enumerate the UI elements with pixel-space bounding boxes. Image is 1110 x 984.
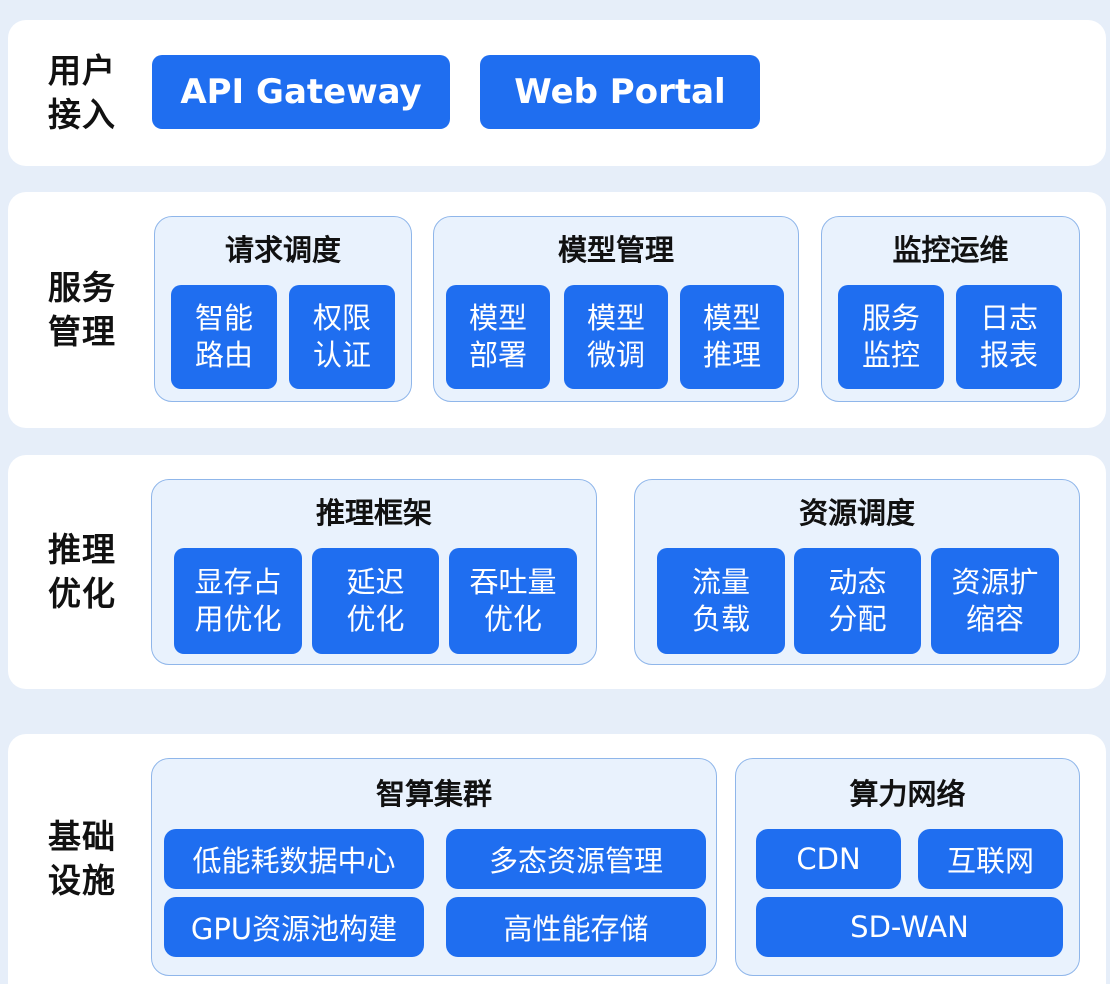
box-line: 延迟	[346, 565, 405, 599]
layer-label-line: 用户	[48, 51, 116, 90]
box-line: 吞吐量	[469, 565, 557, 599]
layer-label-line: 服务	[48, 268, 116, 307]
box-line: 分配	[828, 602, 887, 636]
web-portal-box: Web Portal	[480, 55, 760, 129]
box-line: 显存占	[194, 565, 282, 599]
box-line: 模型	[702, 301, 761, 335]
log-report-box: 日志 报表	[956, 285, 1062, 389]
multi-resource-management-box: 多态资源管理	[446, 829, 706, 889]
box-line: 模型	[586, 301, 645, 335]
box-line: 路由	[194, 338, 253, 372]
gpu-pool-box: GPU资源池构建	[164, 897, 424, 957]
box-line: 优化	[346, 602, 405, 636]
memory-optimization-box: 显存占 用优化	[174, 548, 302, 654]
traffic-load-box: 流量 负载	[657, 548, 785, 654]
cdn-box: CDN	[756, 829, 901, 889]
box-line: 动态	[828, 565, 887, 599]
auth-box: 权限 认证	[289, 285, 395, 389]
box-line: 模型	[468, 301, 527, 335]
model-finetune-box: 模型 微调	[564, 285, 668, 389]
module-monitoring-ops: 监控运维 服务 监控 日志 报表	[821, 216, 1080, 402]
box-line: 用优化	[194, 602, 282, 636]
module-request-scheduling: 请求调度 智能 路由 权限 认证	[154, 216, 412, 402]
layer-user-access: 用户 接入 API Gateway Web Portal	[8, 20, 1106, 166]
layer-label-line: 基础	[48, 817, 116, 856]
box-line: 缩容	[965, 602, 1024, 636]
sd-wan-box: SD-WAN	[756, 897, 1063, 957]
box-line: 权限	[312, 301, 371, 335]
module-title: 监控运维	[892, 233, 1009, 267]
service-monitor-box: 服务 监控	[838, 285, 944, 389]
box-line: 流量	[691, 565, 750, 599]
box-line: 部署	[468, 338, 527, 372]
box-line: 资源扩	[951, 565, 1039, 599]
box-line: 认证	[312, 338, 371, 372]
module-title: 推理框架	[315, 496, 432, 530]
module-title: 请求调度	[224, 233, 341, 267]
internet-box: 互联网	[918, 829, 1063, 889]
layer-label-line: 接入	[48, 95, 116, 134]
dynamic-allocation-box: 动态 分配	[794, 548, 921, 654]
box-line: 日志	[979, 301, 1038, 335]
box-line: 报表	[979, 338, 1038, 372]
model-inference-box: 模型 推理	[680, 285, 784, 389]
high-performance-storage-box: 高性能存储	[446, 897, 706, 957]
box-line: 推理	[702, 338, 761, 372]
layer-label-service-management: 服务 管理	[8, 192, 156, 428]
layer-label-infrastructure: 基础 设施	[8, 734, 156, 984]
module-title: 模型管理	[557, 233, 674, 267]
layer-label-line: 管理	[48, 312, 116, 351]
module-resource-scheduling: 资源调度 流量 负载 动态 分配 资源扩 缩容	[634, 479, 1080, 665]
layer-label-line: 设施	[48, 861, 116, 900]
api-gateway-box: API Gateway	[152, 55, 450, 129]
module-model-management: 模型管理 模型 部署 模型 微调 模型 推理	[433, 216, 799, 402]
box-line: 优化	[483, 602, 542, 636]
module-title: 智算集群	[375, 777, 492, 811]
throughput-optimization-box: 吞吐量 优化	[449, 548, 577, 654]
low-energy-datacenter-box: 低能耗数据中心	[164, 829, 424, 889]
box-line: 监控	[861, 338, 920, 372]
layer-label-line: 优化	[48, 574, 116, 613]
box-line: 微调	[586, 338, 645, 372]
box-line: 智能	[194, 301, 253, 335]
box-line: 负载	[691, 602, 750, 636]
layer-label-inference-optimization: 推理 优化	[8, 455, 156, 689]
module-title: 资源调度	[798, 496, 915, 530]
model-deploy-box: 模型 部署	[446, 285, 550, 389]
smart-routing-box: 智能 路由	[171, 285, 277, 389]
module-compute-cluster: 智算集群 低能耗数据中心 多态资源管理 GPU资源池构建 高性能存储	[151, 758, 717, 976]
layer-label-user-access: 用户 接入	[8, 20, 156, 166]
module-inference-framework: 推理框架 显存占 用优化 延迟 优化 吞吐量 优化	[151, 479, 597, 665]
latency-optimization-box: 延迟 优化	[312, 548, 439, 654]
layer-label-line: 推理	[48, 530, 116, 569]
box-line: 服务	[861, 301, 920, 335]
layer-inference-optimization: 推理 优化 推理框架 显存占 用优化 延迟 优化 吞吐量 优化 资源调度 流量 …	[8, 455, 1106, 689]
autoscaling-box: 资源扩 缩容	[931, 548, 1059, 654]
layer-infrastructure: 基础 设施 智算集群 低能耗数据中心 多态资源管理 GPU资源池构建 高性能存储…	[8, 734, 1106, 984]
module-title: 算力网络	[849, 777, 966, 811]
module-compute-network: 算力网络 CDN 互联网 SD-WAN	[735, 758, 1080, 976]
layer-service-management: 服务 管理 请求调度 智能 路由 权限 认证 模型管理 模型 部署 模型 微调 …	[8, 192, 1106, 428]
